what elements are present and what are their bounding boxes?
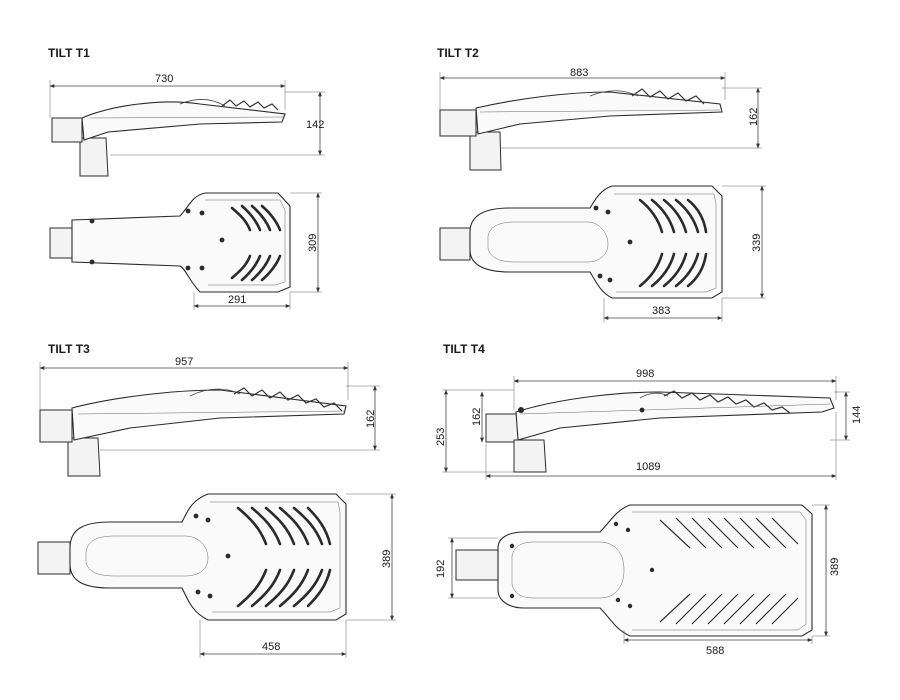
t2-side-view: 883 162 — [439, 67, 762, 171]
t4-side-view: 998 1089 253 162 — [435, 368, 863, 480]
t1-head-width-label: 291 — [228, 294, 246, 306]
t3-width-label: 389 — [381, 550, 393, 568]
t4-arm-width-label: 192 — [435, 560, 447, 578]
t4-height-total-label: 253 — [435, 428, 447, 446]
t4-head-width-label: 588 — [706, 645, 724, 657]
t1-height-label: 142 — [306, 119, 324, 131]
t3-height-label: 162 — [365, 410, 377, 428]
t3-top-view: 389 458 — [37, 493, 396, 658]
t1-length-label: 730 — [155, 73, 173, 85]
t2-head-width-label: 383 — [652, 305, 670, 317]
t2-length-label: 883 — [570, 67, 588, 79]
t4-total-length-label: 1089 — [636, 461, 660, 473]
t1-top-view: 309 291 — [49, 192, 322, 310]
t1-side-view: 730 142 — [49, 73, 325, 177]
t2-group: TILT T2 883 162 — [437, 46, 766, 322]
t1-title: TILT T1 — [48, 46, 90, 60]
t3-group: TILT T3 957 162 — [37, 342, 396, 658]
t4-height-head-label: 144 — [851, 406, 863, 424]
t1-group: TILT T1 730 142 — [48, 46, 325, 310]
t4-top-view: 192 389 588 — [435, 504, 841, 657]
t4-group: TILT T4 998 1089 253 — [435, 342, 863, 657]
t2-width-label: 339 — [751, 234, 763, 252]
t4-width-label: 389 — [829, 558, 841, 576]
t2-title: TILT T2 — [437, 46, 479, 60]
t4-height-arm-label: 162 — [471, 408, 483, 426]
t2-height-label: 162 — [748, 108, 760, 126]
t3-head-width-label: 458 — [262, 641, 280, 653]
t4-head-length-label: 998 — [636, 368, 654, 380]
t3-title: TILT T3 — [48, 342, 90, 356]
t2-top-view: 339 383 — [439, 185, 766, 322]
t4-title: TILT T4 — [443, 342, 485, 356]
t3-side-view: 957 162 — [39, 356, 380, 477]
t1-width-label: 309 — [307, 234, 319, 252]
t3-length-label: 957 — [175, 356, 193, 368]
